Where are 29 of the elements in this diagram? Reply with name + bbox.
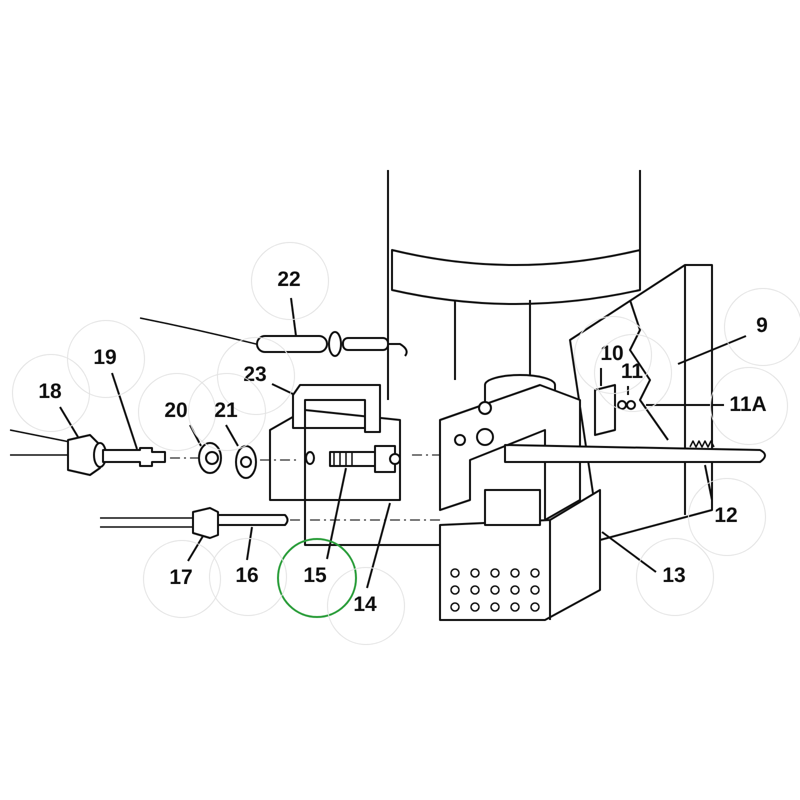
leader-line bbox=[189, 424, 202, 446]
leader-line bbox=[627, 386, 629, 395]
callout-number: 14 bbox=[348, 588, 382, 622]
leader-line bbox=[646, 404, 724, 406]
callout-number: 21 bbox=[209, 394, 243, 428]
leader-line bbox=[111, 372, 138, 450]
callout-number: 9 bbox=[745, 309, 779, 343]
leader-line bbox=[246, 526, 253, 560]
leader-line bbox=[601, 531, 657, 573]
leader-line bbox=[366, 502, 391, 588]
leader-line bbox=[326, 468, 347, 560]
leader-line bbox=[600, 368, 602, 386]
leader-line bbox=[225, 424, 239, 446]
callout-number: 17 bbox=[164, 561, 198, 595]
callout-number: 15 bbox=[298, 559, 332, 593]
callout-number: 19 bbox=[88, 341, 122, 375]
callout-number: 12 bbox=[709, 499, 743, 533]
leader-line bbox=[59, 406, 79, 438]
callout-number: 18 bbox=[33, 375, 67, 409]
leader-line bbox=[290, 298, 297, 336]
callout-number: 16 bbox=[230, 559, 264, 593]
leader-line bbox=[678, 335, 746, 365]
callout-number: 13 bbox=[657, 559, 691, 593]
callout-number: 20 bbox=[159, 394, 193, 428]
callout-number: 22 bbox=[272, 263, 306, 297]
leader-line bbox=[272, 383, 294, 395]
leader-line bbox=[704, 464, 713, 500]
callout-number: 23 bbox=[238, 358, 272, 392]
leader-line bbox=[187, 535, 204, 562]
